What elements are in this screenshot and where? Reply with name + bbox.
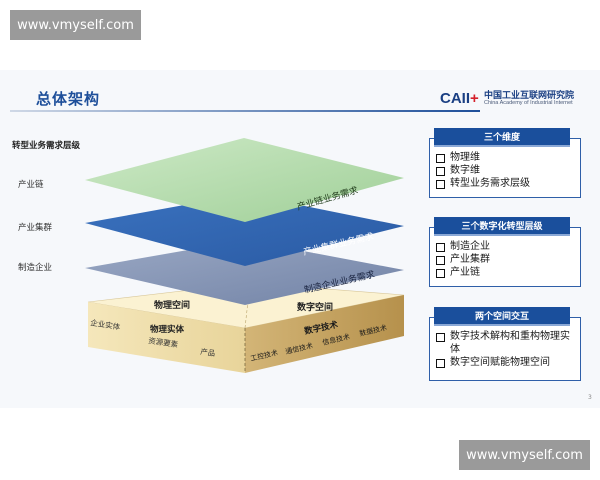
title-underline	[10, 110, 480, 112]
checkbox-icon	[436, 359, 445, 368]
list-item: 数字技术解构和重构物理实体	[436, 330, 576, 356]
enterprise-entity-label: 企业实体	[90, 317, 122, 332]
architecture-diagram: 产业链业务需求 产业集群业务需求 制造企业业务需求 物理空间 数字空间 物理实体…	[85, 138, 405, 373]
checkbox-icon	[436, 167, 445, 176]
panel-list: 数字技术解构和重构物理实体 数字空间赋能物理空间	[430, 318, 580, 373]
physical-entity-label: 物理实体	[150, 324, 185, 335]
checkbox-icon	[436, 180, 445, 189]
base-front-left	[88, 302, 245, 373]
logo-mark: CAII+	[440, 90, 479, 107]
list-item: 物理维	[436, 151, 576, 164]
list-item: 产业链	[436, 266, 576, 279]
page-number: 3	[588, 394, 592, 401]
panel-three-levels: 三个数字化转型层级 制造企业 产业集群 产业链	[429, 217, 581, 287]
checkbox-icon	[436, 256, 445, 265]
slide-title: 总体架构	[36, 90, 101, 108]
layer-cluster	[85, 194, 404, 266]
list-item: 数字空间赋能物理空间	[436, 356, 576, 369]
resource-elements-label: 资源要素	[148, 335, 180, 349]
logo-name-cn: 中国工业互联网研究院	[484, 91, 575, 101]
left-heading: 转型业务需求层级	[12, 141, 81, 151]
product-label: 产品	[200, 346, 216, 358]
level-label-cluster: 产业集群	[18, 223, 53, 233]
panel-header: 三个维度	[434, 128, 570, 145]
base-front-right	[245, 295, 404, 373]
list-item: 数字维	[436, 164, 576, 177]
panel-three-dimensions: 三个维度 物理维 数字维 转型业务需求层级	[429, 128, 581, 198]
level-label-enterprise: 制造企业	[18, 263, 53, 273]
layer-enterprise	[85, 240, 404, 305]
layer-chain	[85, 138, 404, 222]
level-label-chain: 产业链	[18, 180, 44, 190]
panel-two-spaces: 两个空间交互 数字技术解构和重构物理实体 数字空间赋能物理空间	[429, 307, 581, 381]
watermark-bottom: www.vmyself.com	[459, 440, 590, 470]
logo-name-en: China Academy of Industrial Internet	[484, 100, 573, 106]
list-item: 转型业务需求层级	[436, 177, 576, 190]
digital-space-label: 数字空间	[297, 301, 333, 313]
list-item: 制造企业	[436, 240, 576, 253]
panel-header: 两个空间交互	[434, 307, 570, 324]
checkbox-icon	[436, 243, 445, 252]
checkbox-icon	[436, 333, 445, 342]
list-item: 产业集群	[436, 253, 576, 266]
panel-list: 制造企业 产业集群 产业链	[430, 228, 580, 283]
checkbox-icon	[436, 154, 445, 163]
watermark-top: www.vmyself.com	[10, 10, 141, 40]
panel-list: 物理维 数字维 转型业务需求层级	[430, 139, 580, 194]
checkbox-icon	[436, 269, 445, 278]
panel-header: 三个数字化转型层级	[434, 217, 570, 234]
physical-space-label: 物理空间	[154, 299, 190, 311]
slide: 总体架构 CAII+ 中国工业互联网研究院 China Academy of I…	[0, 70, 600, 408]
